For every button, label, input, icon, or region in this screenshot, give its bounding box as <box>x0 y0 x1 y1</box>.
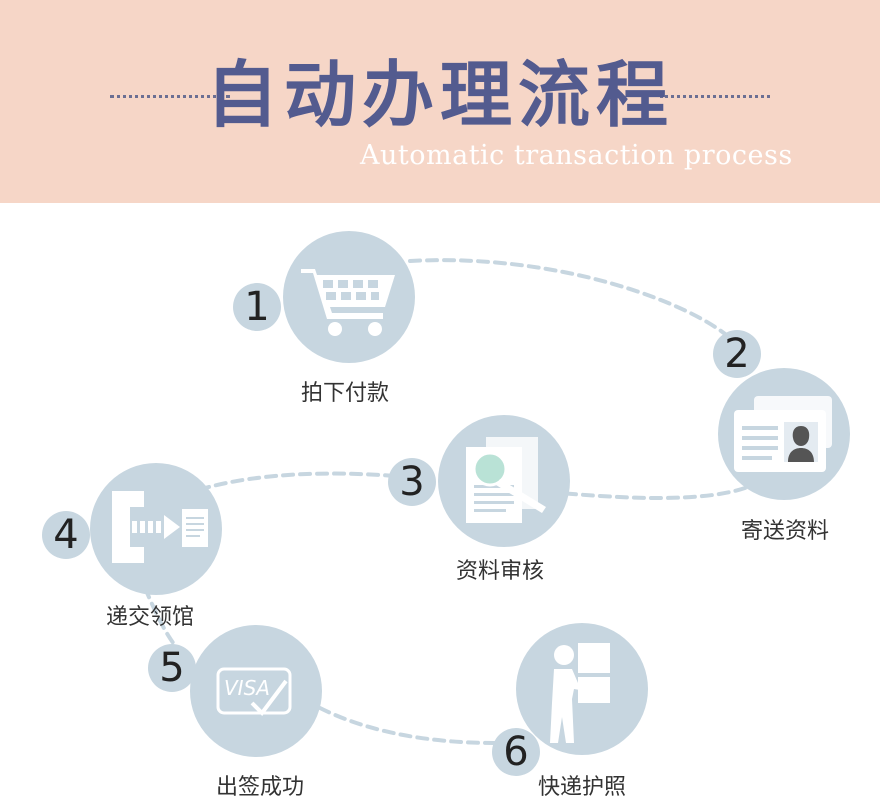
step-1-label: 拍下付款 <box>300 381 390 406</box>
step-2-circle <box>718 368 850 500</box>
path-1-2 <box>408 258 732 340</box>
step-5-circle: VISA <box>190 625 322 757</box>
step-6-number: 6 <box>492 728 540 776</box>
step-1-number: 1 <box>233 283 281 331</box>
step-6-circle <box>516 623 648 755</box>
svg-text:VISA: VISA <box>224 676 270 700</box>
courier-icon <box>550 643 610 743</box>
header-banner: 自动办理流程 Automatic transaction process <box>0 0 880 203</box>
step-4-circle <box>90 463 222 595</box>
path-2-3 <box>558 486 747 500</box>
title-right-dots <box>660 95 770 98</box>
step-4-label: 递交领馆 <box>105 605 195 630</box>
shopping-cart-icon <box>301 269 395 336</box>
step-5-label: 出签成功 <box>215 775 305 800</box>
step-3-circle <box>438 415 570 547</box>
visa-card-icon: VISA <box>216 667 292 717</box>
step-3-number: 3 <box>388 458 436 506</box>
process-diagram: 1 拍下付款 2 寄送资料 3 资料审核 <box>0 203 880 810</box>
step-1-circle <box>283 231 415 363</box>
step-4-number: 4 <box>42 511 90 559</box>
path-5-6 <box>318 706 497 745</box>
step-5-number: 5 <box>148 644 196 692</box>
step-2-number: 2 <box>713 330 761 378</box>
page-subtitle: Automatic transaction process <box>360 140 793 171</box>
document-magnifier-icon <box>466 437 546 523</box>
path-3-4 <box>203 471 397 490</box>
submit-document-icon <box>112 491 208 563</box>
step-6-label: 快递护照 <box>537 775 627 800</box>
title-left-dots <box>110 95 230 98</box>
step-2-label: 寄送资料 <box>740 519 830 544</box>
step-3-label: 资料审核 <box>455 559 545 584</box>
page-title: 自动办理流程 <box>205 53 674 137</box>
id-card-icon <box>734 396 832 472</box>
